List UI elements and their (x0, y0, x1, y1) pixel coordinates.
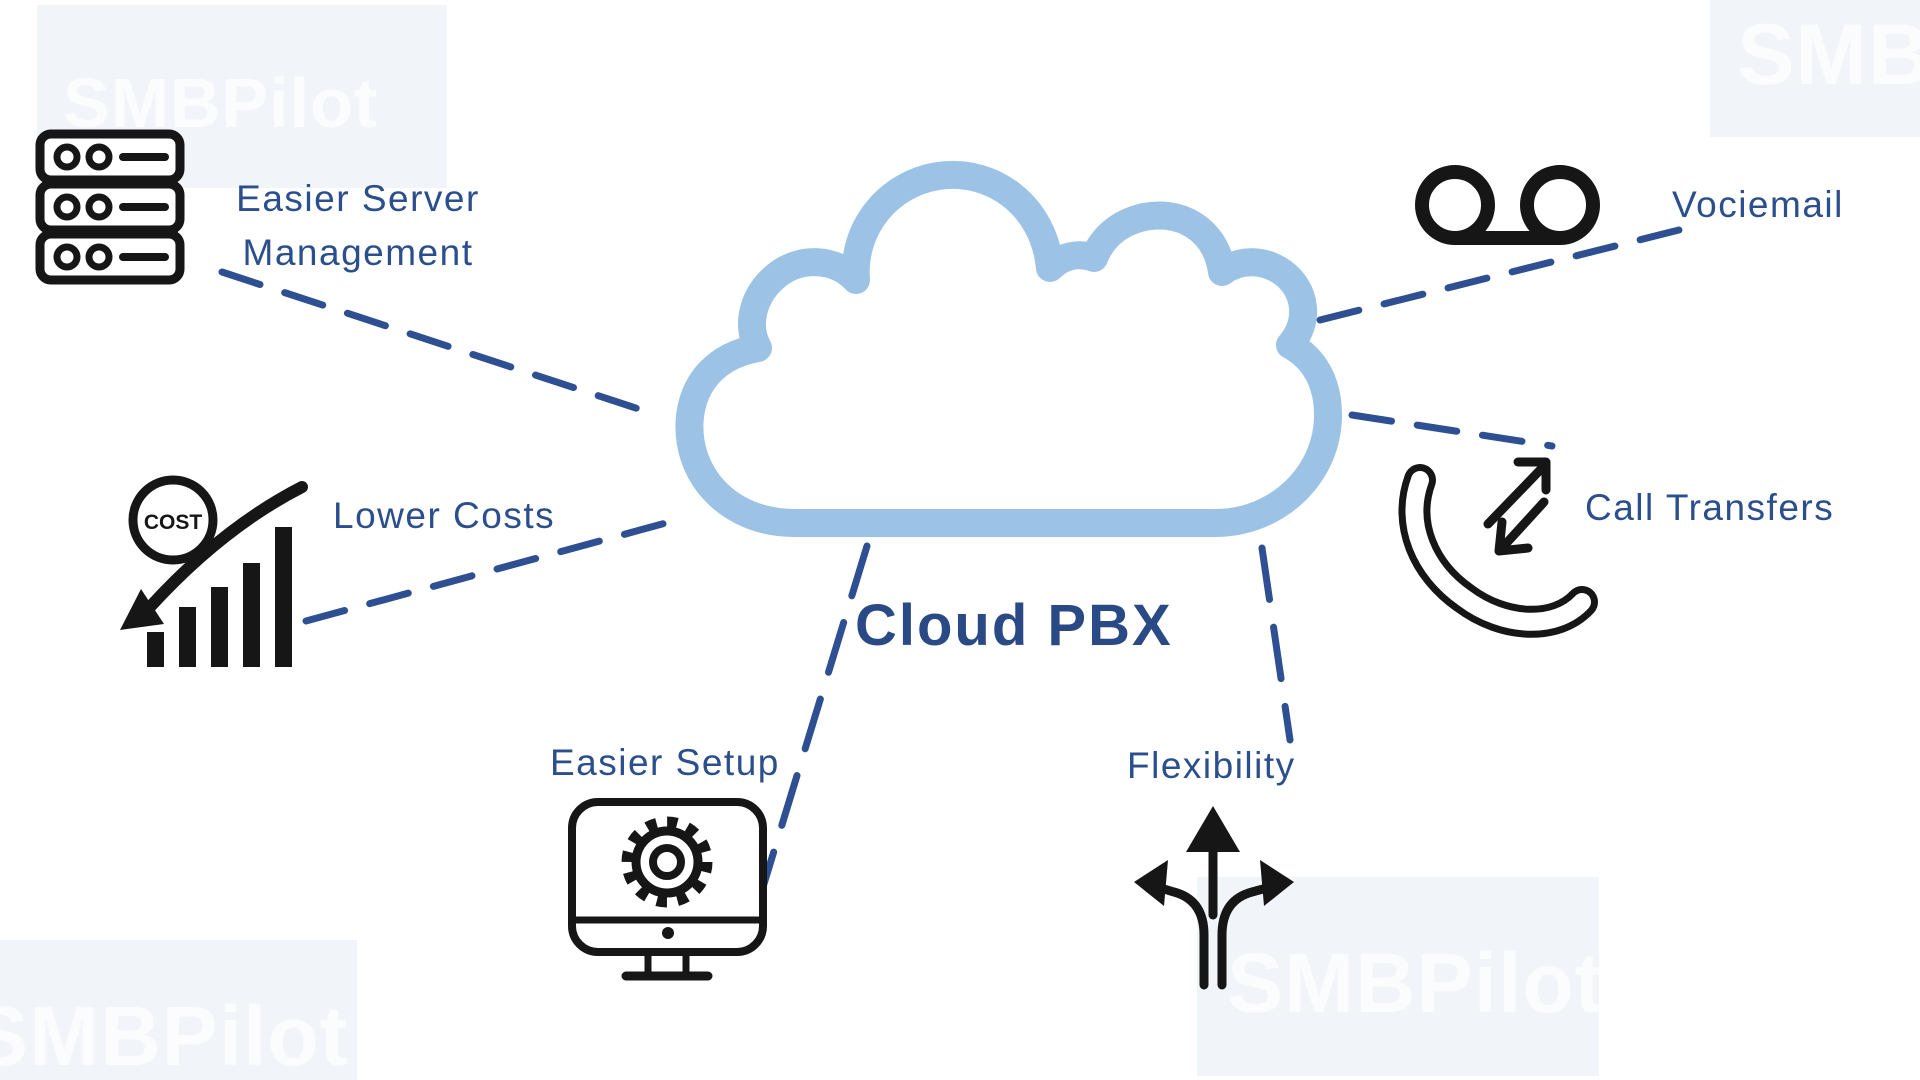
easier-setup-icon (568, 798, 767, 981)
watermark-box-top-right: SMB (1710, 0, 1920, 137)
connector-call-transfers (1348, 411, 1556, 450)
label-flexibility: Flexibility (1127, 745, 1296, 786)
lower-costs-icon: COST (120, 475, 308, 667)
call-transfers-icon (1398, 457, 1598, 638)
label-line: Management (242, 231, 474, 273)
diagram-title: Cloud PBX (855, 593, 1173, 658)
label-server-management: Easier Server Management (158, 172, 558, 279)
connector-flexibility (1258, 544, 1294, 744)
connector-lines (218, 220, 1707, 937)
server-icon (35, 129, 185, 285)
watermark-box-bottom-right: SMBPilot (1197, 877, 1599, 1076)
flexibility-icon (1134, 806, 1294, 990)
connector-lower-costs (302, 513, 692, 625)
label-line: Easier Server (236, 178, 480, 219)
label-lower-costs: Lower Costs (333, 495, 556, 536)
connector-voicemail (1252, 220, 1707, 340)
label-voicemail: Vociemail (1672, 184, 1844, 225)
watermark-text: SMBPilot (1227, 936, 1599, 1030)
cost-arrow (144, 481, 308, 613)
connector-easier-setup (745, 542, 871, 937)
cost-bars (147, 527, 292, 667)
cloud-icon (675, 160, 1342, 537)
gear-icon (621, 816, 713, 908)
watermark-text: SMB (1737, 7, 1920, 103)
label-call-transfers: Call Transfers (1585, 487, 1835, 528)
watermark-text: SMBPilot (63, 64, 379, 142)
watermark-box-bottom-left: SMBPilot (0, 940, 357, 1080)
label-easier-setup: Easier Setup (550, 742, 780, 783)
cost-arrowhead (120, 589, 164, 630)
voicemail-icon (1415, 165, 1600, 245)
watermark-text: SMBPilot (0, 989, 349, 1080)
connector-server-management (218, 268, 664, 420)
cost-badge-text: COST (144, 511, 203, 534)
cost-badge (128, 475, 218, 565)
